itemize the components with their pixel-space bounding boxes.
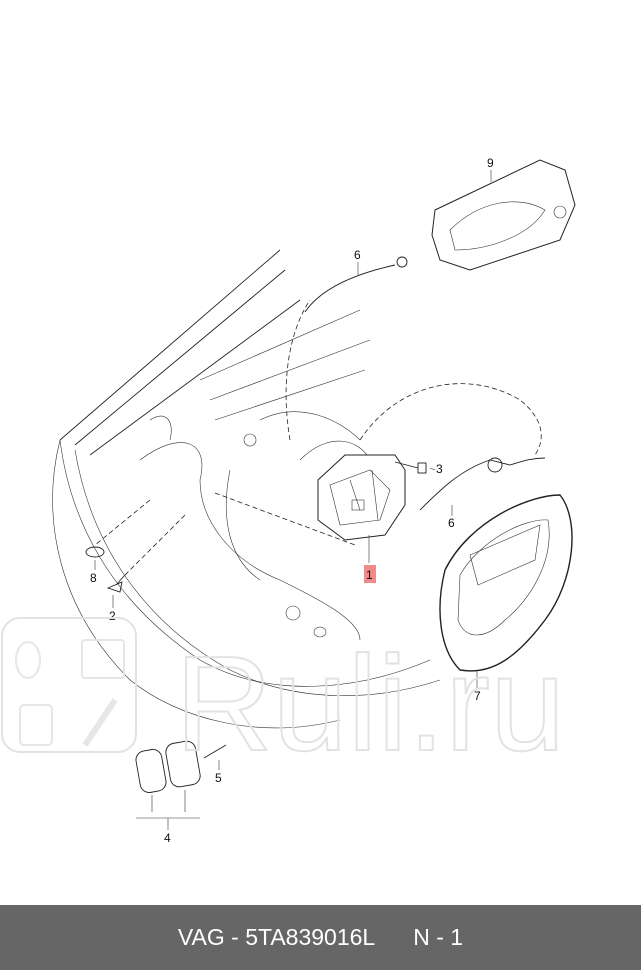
interior-handle [431,159,576,271]
part-code: VAG - 5TA839016L [177,924,376,950]
callout-4[interactable]: 4 [164,831,171,845]
position-number: N - 1 [413,924,464,950]
callout-5[interactable]: 5 [215,771,222,785]
leader-lines [94,170,492,830]
screw-2 [106,574,126,593]
grommet-8 [85,546,105,558]
handle-bezel [439,494,573,672]
callout-1[interactable]: 1 [366,568,373,582]
door-lock-actuator [317,454,406,541]
cable-6-upper [304,264,396,313]
striker-plates-4 [135,740,227,793]
callout-8[interactable]: 8 [90,571,97,585]
parts-diagram: 1 2 3 4 5 6 6 7 8 9 [52,156,576,845]
screw-3 [394,461,419,469]
callout-1-highlight [364,565,376,583]
footer-bar: VAG - 5TA839016L N - 1 [0,905,641,970]
callout-9[interactable]: 9 [487,156,494,170]
callout-6-upper[interactable]: 6 [354,248,361,262]
callout-6-lower[interactable]: 6 [448,516,455,530]
callout-3[interactable]: 3 [436,462,443,476]
callout-2[interactable]: 2 [109,609,116,623]
callout-7[interactable]: 7 [474,689,481,703]
bowden-cable-path [285,299,542,456]
